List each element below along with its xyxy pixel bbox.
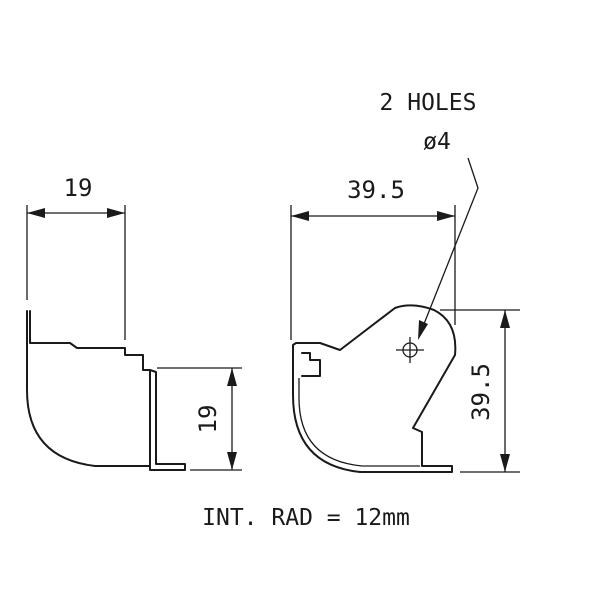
left-width-label: 19 [64,174,93,202]
right-height-label: 39.5 [467,363,495,421]
right-view: 39.5 39.5 2 HOLES ø4 [290,90,520,473]
hole-leader-arrow [418,320,428,340]
radius-note: INT. RAD = 12mm [202,505,410,531]
right-height-arrow-top [500,310,510,328]
left-height-arrow-top [227,368,237,386]
right-part-inner-edge [298,378,420,467]
right-width-label: 39.5 [347,176,405,204]
left-width-arrow-left [27,208,45,218]
hole-leader-line [419,157,479,335]
left-height-arrow-bottom [227,452,237,470]
left-width-arrow-right [107,208,125,218]
right-part-outline [292,304,457,473]
right-width-arrow-right [437,211,455,221]
right-height-arrow-bottom [500,454,510,472]
holes-label: 2 HOLES [380,90,477,116]
diameter-label: ø4 [423,129,451,155]
right-width-arrow-left [291,211,309,221]
left-view: 19 19 [26,174,242,471]
left-height-label: 19 [194,405,222,434]
left-part-outline [26,310,186,471]
hole-marker [396,337,424,363]
